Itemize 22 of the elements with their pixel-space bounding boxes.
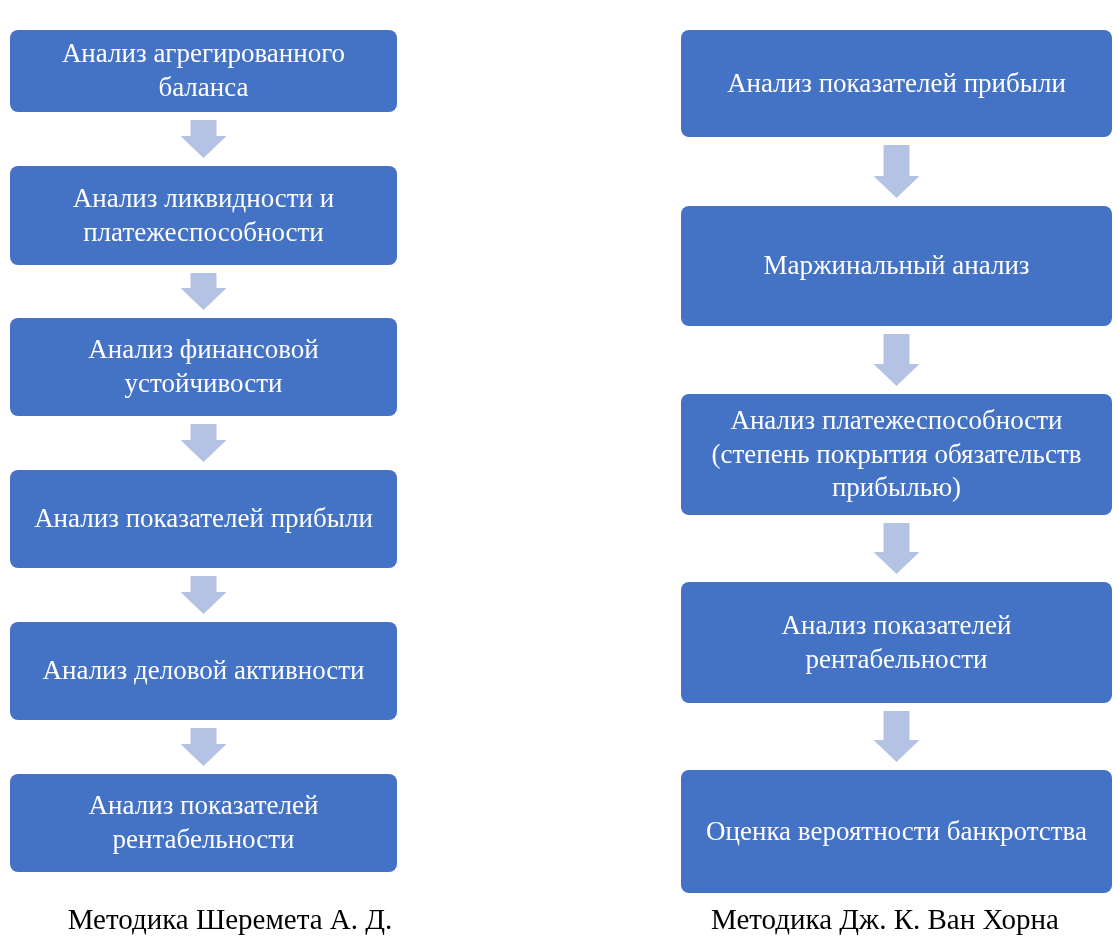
block-arrow (873, 334, 920, 386)
process-box: Оценка вероятности банкротства (681, 770, 1112, 893)
block-arrow (180, 728, 227, 766)
process-box: Анализ платежеспособности (степень покрытия обязательств прибылью) (681, 394, 1112, 515)
block-arrow (180, 120, 227, 158)
caption: Методика Шеремета А. Д. (66, 902, 394, 937)
block-arrow (180, 273, 227, 310)
caption: Методика Дж. К. Ван Хорна (710, 902, 1060, 937)
process-box: Анализ показателей прибыли (681, 30, 1112, 137)
process-box: Анализ ликвидности и платежеспособности (10, 166, 397, 265)
process-box: Анализ показателей рентабельности (10, 774, 397, 872)
process-box: Анализ агрегированного баланса (10, 30, 397, 112)
process-box: Анализ показателей рентабельности (681, 582, 1112, 703)
block-arrow (180, 424, 227, 462)
process-box: Маржинальный анализ (681, 206, 1112, 326)
process-box: Анализ показателей прибыли (10, 470, 397, 568)
block-arrow (873, 145, 920, 198)
process-box: Анализ деловой активности (10, 622, 397, 720)
process-box: Анализ финансовой устойчивости (10, 318, 397, 416)
block-arrow (873, 711, 920, 762)
block-arrow (873, 523, 920, 574)
block-arrow (180, 576, 227, 614)
